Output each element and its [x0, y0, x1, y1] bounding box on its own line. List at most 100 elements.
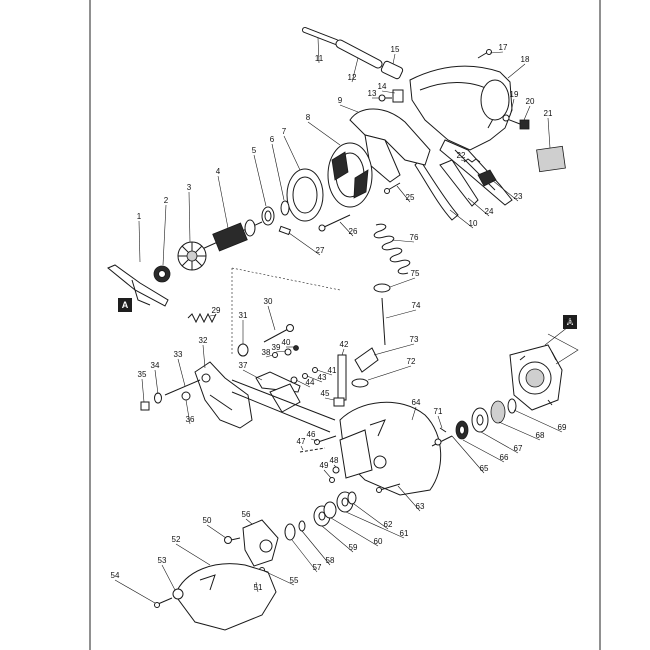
- leader-line-37: [242, 369, 263, 381]
- leader-line-76: [391, 239, 415, 243]
- part-label-6: 6: [270, 135, 275, 144]
- part-62-washer: [347, 491, 357, 505]
- part-6-washer: [280, 200, 290, 216]
- leader-line-53: [161, 564, 176, 591]
- part-15-sleeve: [380, 60, 404, 80]
- part-label-17: 17: [499, 43, 508, 52]
- part-68-gear: [490, 400, 506, 424]
- reference-marker-right: A: [547, 315, 579, 365]
- part-label-32: 32: [199, 336, 208, 345]
- leader-line-9: [339, 104, 359, 113]
- part-label-48: 48: [330, 456, 339, 465]
- part-37-link: [255, 371, 301, 413]
- part-label-70: 70: [564, 318, 573, 327]
- part-label-44: 44: [306, 378, 315, 387]
- leader-line-60: [330, 517, 379, 547]
- leader-line-17: [489, 51, 504, 54]
- part-label-34: 34: [151, 361, 160, 370]
- part-label-40: 40: [282, 338, 291, 347]
- part-label-45: 45: [321, 389, 330, 398]
- leader-line-55: [263, 570, 295, 586]
- part-label-23: 23: [514, 192, 523, 201]
- part-label-50: 50: [203, 516, 212, 525]
- leader-line-54: [114, 579, 156, 604]
- leader-line-66: [462, 439, 505, 463]
- part-label-58: 58: [326, 556, 335, 565]
- part-label-73: 73: [410, 335, 419, 344]
- leader-line-49: [323, 469, 332, 479]
- part-label-35: 35: [138, 370, 147, 379]
- part-36-ball: [181, 391, 191, 401]
- leader-line-59: [321, 525, 354, 553]
- leader-line-62: [353, 503, 389, 530]
- part-label-26: 26: [349, 227, 358, 236]
- part-76-spring: [373, 223, 411, 275]
- part-label-65: 65: [480, 464, 489, 473]
- part-label-7: 7: [282, 127, 287, 136]
- part-label-53: 53: [158, 556, 167, 565]
- part-17-screw: [477, 49, 492, 59]
- leader-line-2: [162, 204, 167, 266]
- part-46-screw: [314, 435, 337, 445]
- part-label-54: 54: [111, 571, 120, 580]
- leader-line-18: [507, 63, 526, 79]
- part-26-screw: [318, 214, 351, 232]
- leader-line-75: [389, 277, 416, 288]
- part-label-39: 39: [272, 343, 281, 352]
- leader-line-26: [339, 221, 354, 237]
- leader-line-25: [396, 185, 411, 203]
- part-75-washer: [373, 283, 391, 293]
- part-73-knob: [354, 347, 379, 373]
- part-label-43: 43: [318, 373, 327, 382]
- part-31-washer: [237, 343, 249, 357]
- leader-line-58: [301, 530, 331, 566]
- part-label-31: 31: [239, 311, 248, 320]
- part-25-screw: [384, 182, 401, 194]
- leader-line-42: [341, 348, 345, 356]
- part-label-62: 62: [384, 520, 393, 529]
- leader-line-24: [467, 197, 490, 217]
- leader-line-4: [217, 175, 229, 229]
- part-50-bolt: [224, 536, 241, 544]
- part-label-13: 13: [368, 89, 377, 98]
- part-label-68: 68: [536, 431, 545, 440]
- part-74-rod: [381, 297, 386, 346]
- leader-line-69: [513, 409, 563, 433]
- part-label-60: 60: [374, 537, 383, 546]
- leader-line-33: [177, 358, 186, 387]
- part-41-screw: [312, 367, 318, 373]
- part-39-washer: [284, 348, 292, 356]
- leader-line-46: [310, 438, 318, 442]
- part-label-51: 51: [254, 583, 263, 592]
- part-54-screw: [154, 597, 173, 608]
- part-49-screw: [329, 477, 335, 483]
- leader-line-14: [381, 90, 396, 94]
- leader-line-29: [209, 314, 217, 317]
- leader-line-36: [185, 399, 191, 425]
- part-7-ring: [286, 168, 324, 222]
- leader-line-50: [206, 524, 227, 539]
- part-38-pin: [272, 352, 278, 358]
- leader-line-73: [373, 343, 415, 356]
- leader-line-44: [295, 379, 311, 388]
- part-label-11: 11: [315, 54, 324, 63]
- part-20-nut: [519, 119, 530, 130]
- part-71-pin: [439, 427, 447, 433]
- part-57-collar: [284, 523, 296, 541]
- part-33-shaft: [164, 379, 201, 396]
- part-69-washer: [507, 398, 517, 414]
- linkage-rod: [231, 379, 336, 433]
- part-9-motor-housing: [349, 108, 431, 183]
- part-5-bearing: [261, 206, 275, 226]
- part-65-spindle: [431, 435, 453, 447]
- leader-line-34: [154, 369, 159, 395]
- part-29-spring: [187, 312, 217, 324]
- part-27-pin: [278, 225, 292, 236]
- part-label-49: 49: [320, 461, 329, 470]
- part-label-36: 36: [186, 415, 195, 424]
- part-label-3: 3: [187, 183, 192, 192]
- part-label-20: 20: [526, 97, 535, 106]
- leader-line-27: [288, 232, 321, 256]
- part-58-washer: [298, 520, 306, 532]
